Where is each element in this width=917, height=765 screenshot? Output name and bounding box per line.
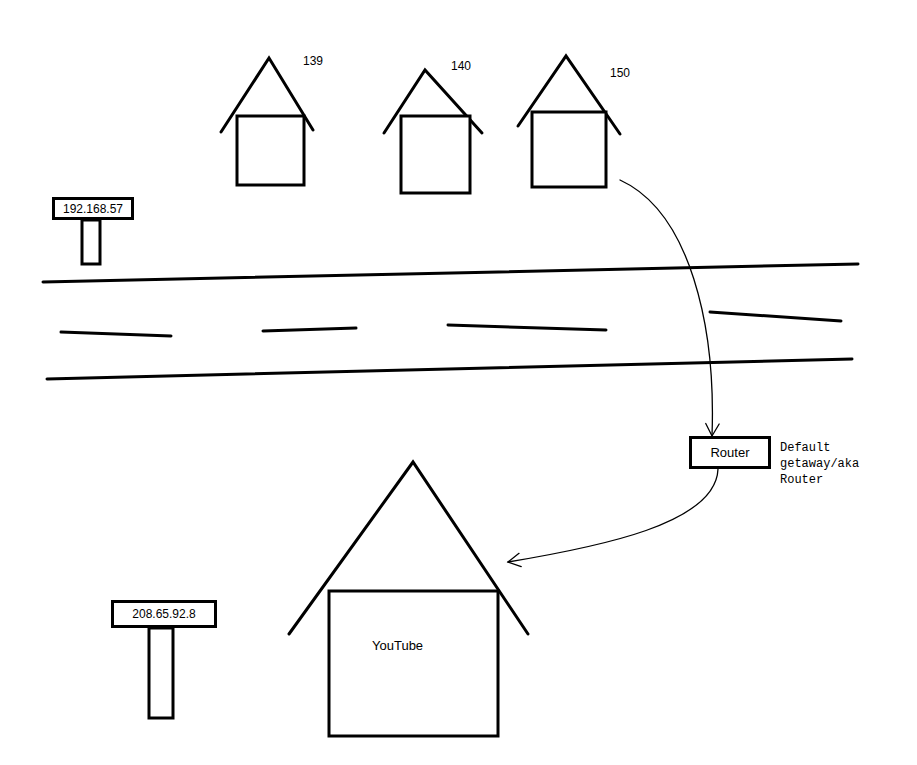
note-label: Default getaway/aka Router <box>780 440 868 488</box>
street-sign: 208.65.92.8 <box>111 600 217 628</box>
house-number: 140 <box>451 59 471 73</box>
house-body <box>532 112 606 187</box>
arrowhead <box>508 553 521 566</box>
connector <box>620 180 719 436</box>
connector-line <box>508 469 718 562</box>
house-outline <box>289 462 528 736</box>
road-edge <box>43 264 858 282</box>
house: 139 <box>221 58 313 185</box>
house-number: 139 <box>303 54 323 68</box>
youtube-house: YouTube <box>289 462 528 736</box>
sign-post <box>149 628 173 718</box>
house-body <box>329 591 498 736</box>
lane-dash <box>710 312 841 321</box>
house-body <box>401 116 470 193</box>
house: 140 <box>384 68 482 193</box>
connector <box>508 469 718 567</box>
house: 150 <box>518 56 620 187</box>
arrowhead <box>706 423 719 436</box>
lane-dash <box>61 332 171 336</box>
house-body <box>237 116 304 185</box>
house-number: 150 <box>610 66 630 80</box>
node-text: YouTube <box>372 638 423 653</box>
node-text: 208.65.92.8 <box>132 607 195 621</box>
connector-line <box>620 180 712 436</box>
street-sign: 192.168.57 <box>52 197 134 220</box>
lane-dash <box>448 325 606 330</box>
road-edge <box>47 359 852 379</box>
house-outline <box>518 56 620 187</box>
house-outline <box>384 68 482 193</box>
house-outline <box>221 58 313 185</box>
router-box: Router <box>689 436 771 469</box>
sign-post <box>82 220 100 264</box>
lane-dash <box>263 328 356 331</box>
node-text: 192.168.57 <box>63 202 123 216</box>
node-text: Router <box>710 445 749 460</box>
